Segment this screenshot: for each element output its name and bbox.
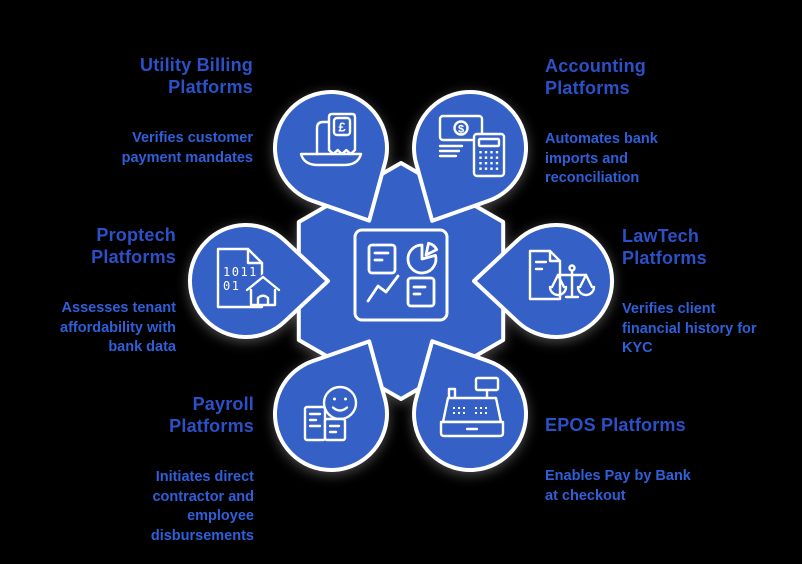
employee-smiley-payslip-icon: [303, 385, 358, 442]
node-description: Automates bank imports and reconciliatio…: [545, 131, 658, 186]
node-heading: Accounting Platforms: [545, 56, 646, 98]
binary-document-house-icon: 1011 01: [216, 247, 281, 309]
node-bubble-accounting: [412, 90, 529, 223]
node-heading: EPOS Platforms: [545, 415, 686, 435]
diagram-canvas: £ $: [0, 36, 802, 544]
node-heading: Proptech Platforms: [91, 225, 176, 267]
core-hexagon: [296, 161, 506, 401]
node-bubble-utility-billing: [273, 90, 389, 223]
node-description: Verifies client financial history for KY…: [622, 301, 757, 356]
node-label-lawtech: LawTech Platforms Verifies client financ…: [622, 207, 802, 377]
pound-glyph: £: [338, 120, 346, 135]
pie-chart-glyph: [406, 243, 438, 275]
node-label-utility-billing: Utility Billing Platforms Verifies custo…: [43, 36, 253, 186]
node-description: Verifies customer payment mandates: [121, 130, 253, 166]
calculator-keys: [479, 151, 499, 170]
node-description: Initiates direct contractor and employee…: [150, 469, 254, 544]
diagram-shapes: [187, 90, 615, 472]
node-label-payroll: Payroll Platforms Initiates direct contr…: [44, 375, 254, 564]
node-label-epos: EPOS Platforms Enables Pay by Bank at ch…: [545, 396, 765, 524]
dashboard-icon: [353, 228, 449, 322]
node-description: Assesses tenant affordability with bank …: [60, 300, 176, 355]
utility-bill-receipt-icon: £: [299, 112, 363, 167]
cash-register-icon: [439, 376, 505, 438]
binary-digits: 01: [223, 279, 240, 293]
legal-document-scales-icon: [528, 249, 596, 301]
platform-hub-diagram: £ $: [187, 90, 615, 472]
register-buttons: [453, 407, 487, 414]
dollar-glyph: $: [458, 124, 464, 136]
node-bubble-lawtech: [472, 223, 615, 339]
node-heading: LawTech Platforms: [622, 226, 707, 268]
node-bubble-payroll: [273, 339, 389, 472]
node-heading: Utility Billing Platforms: [140, 55, 253, 97]
binary-digits: 1011: [223, 265, 258, 279]
node-heading: Payroll Platforms: [169, 394, 254, 436]
node-description: Enables Pay by Bank at checkout: [545, 468, 691, 504]
node-label-proptech: Proptech Platforms Assesses tenant affor…: [0, 206, 176, 376]
trend-line-glyph: [366, 274, 400, 303]
node-label-accounting: Accounting Platforms Automates bank impo…: [545, 37, 755, 207]
banknote-calculator-icon: $: [438, 114, 506, 178]
diagram-icons: £ $: [216, 112, 596, 442]
